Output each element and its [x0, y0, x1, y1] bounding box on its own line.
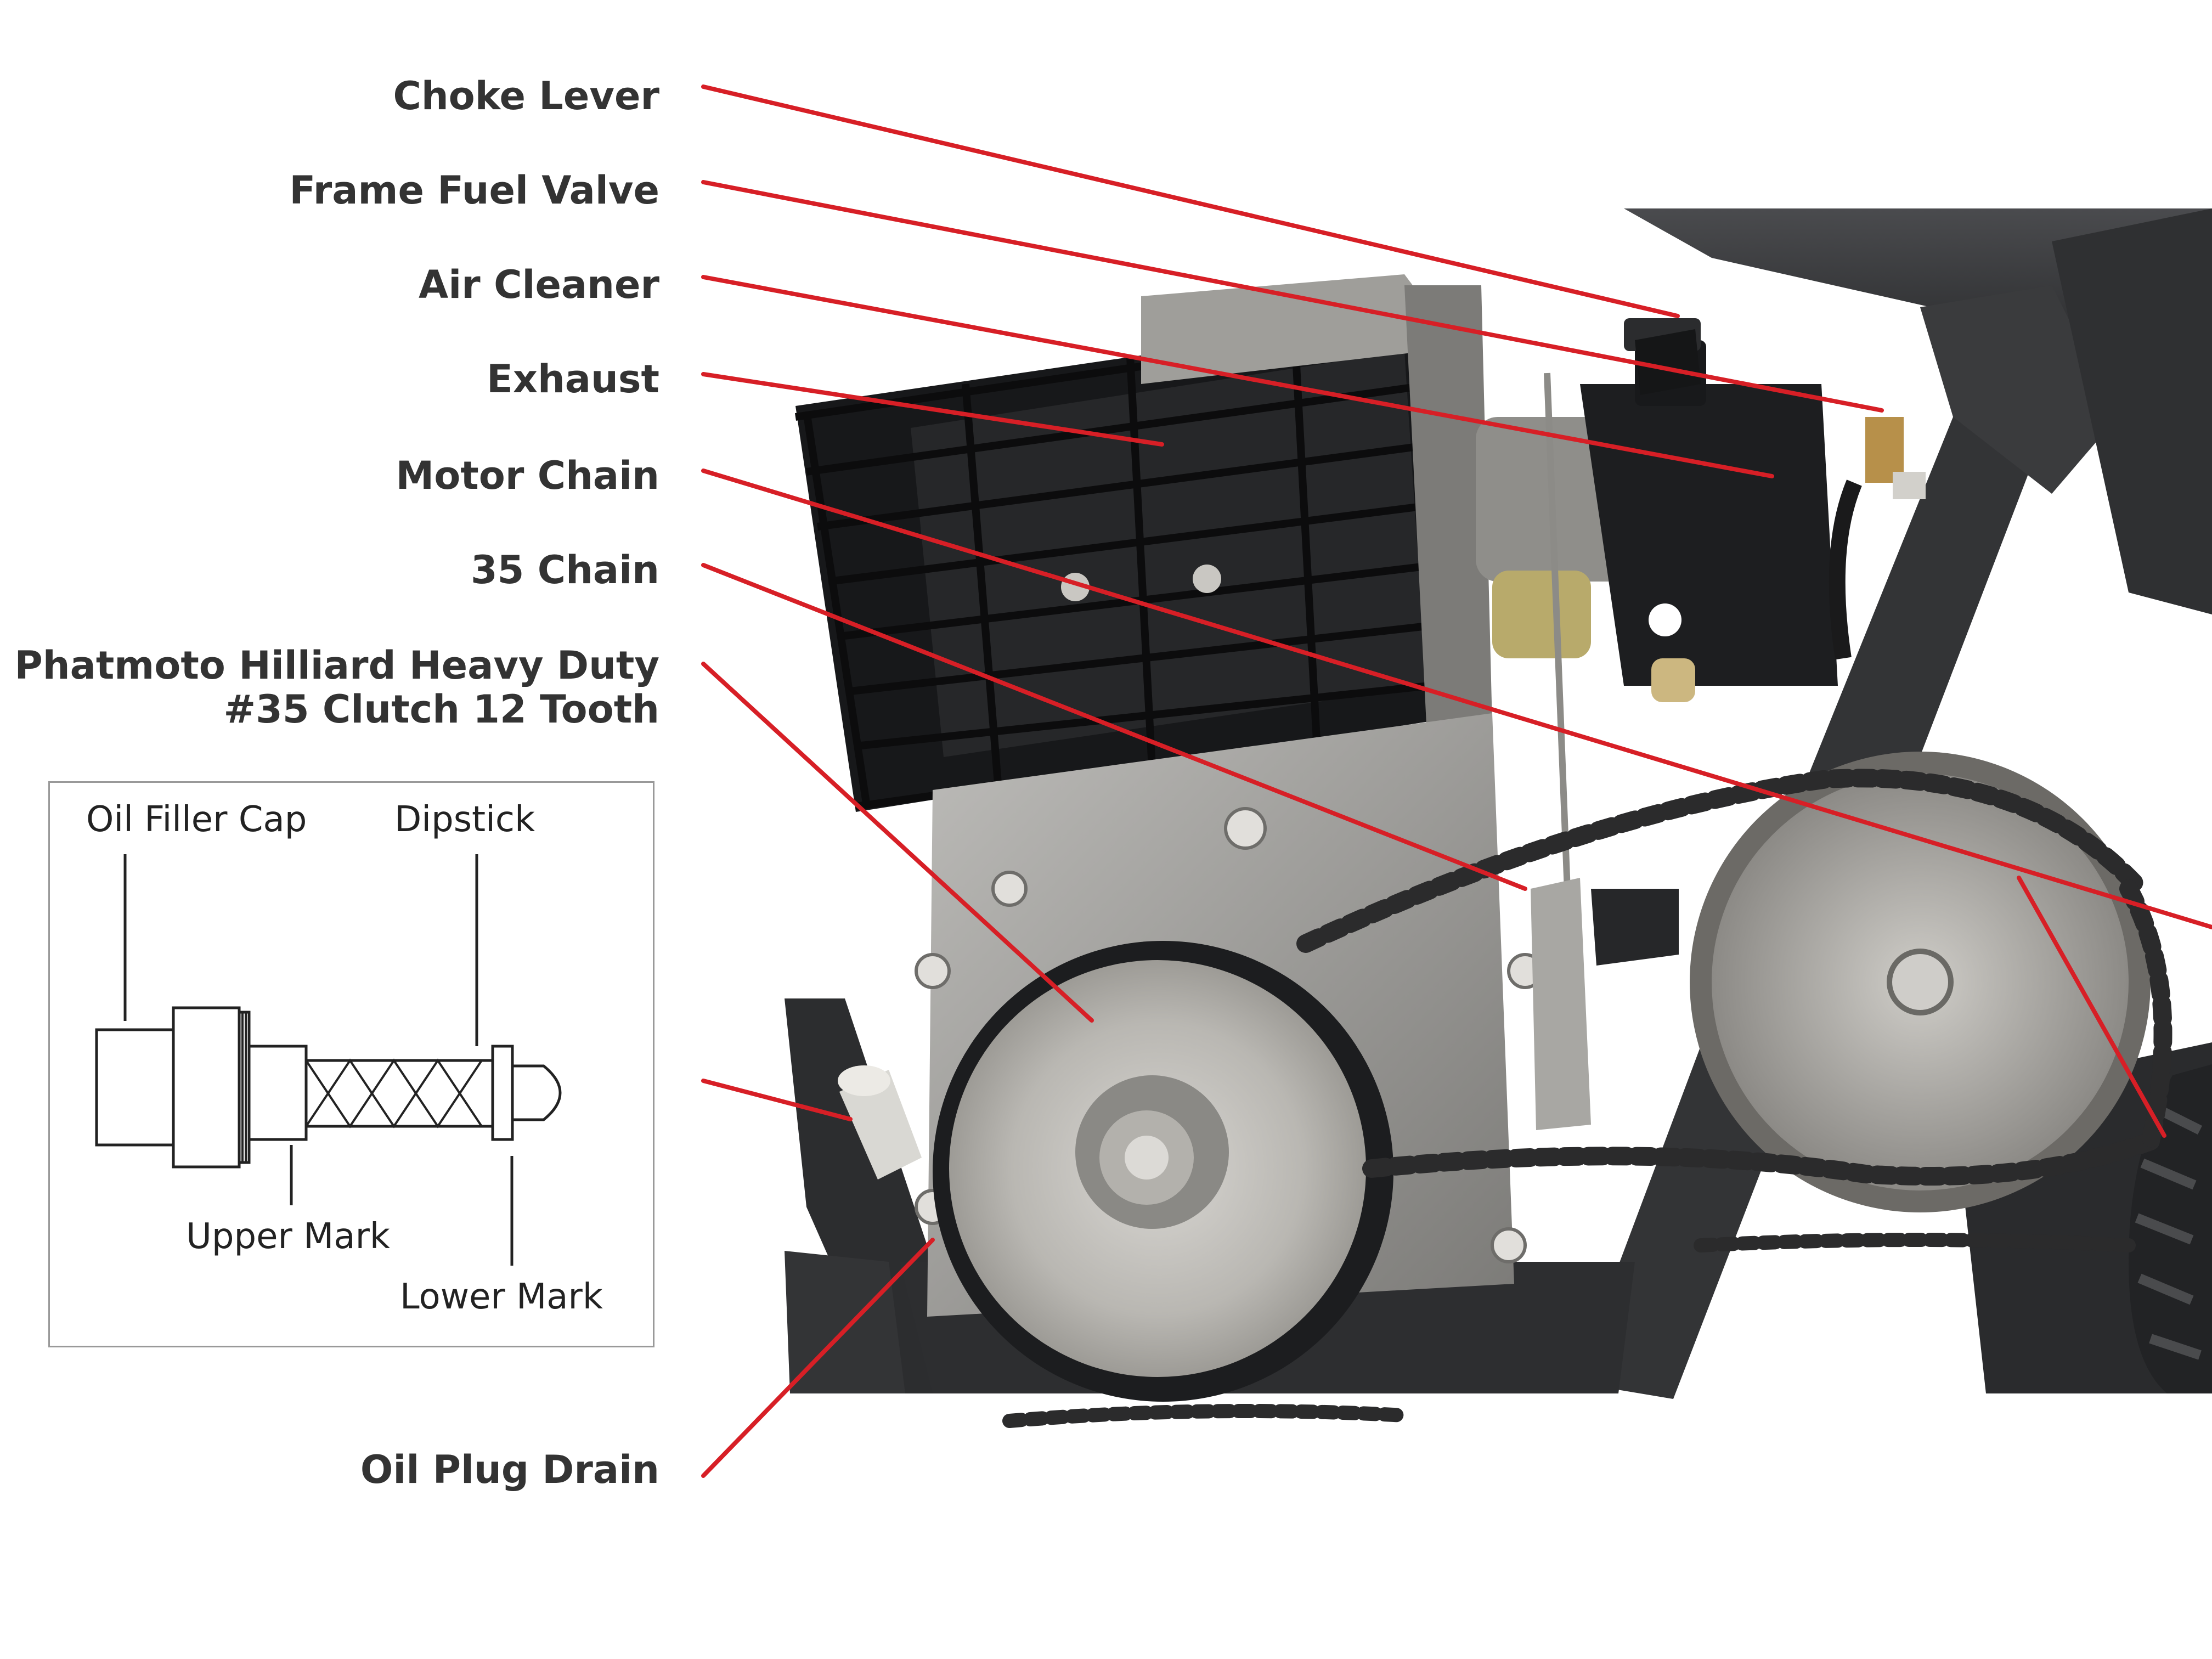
- label-exhaust: Exhaust: [487, 357, 659, 402]
- leader-line-choke: [701, 84, 1680, 318]
- leader-line-exhaust: [701, 372, 1164, 447]
- rear-sprocket: [1690, 752, 2151, 1212]
- oil-plug: [838, 1065, 922, 1180]
- label-motor-chain: Motor Chain: [396, 453, 659, 498]
- inset-dipstick-label: Dipstick: [394, 799, 535, 840]
- inset-lower-mark-label: Lower Mark: [400, 1277, 603, 1317]
- dipstick-diagram: [95, 854, 562, 1266]
- leader-line-chain35: [701, 563, 1527, 891]
- leader-line-motor-chain: [701, 469, 2212, 929]
- label-clutch-line1: Phatmoto Hilliard Heavy Duty: [14, 643, 659, 688]
- leader-line-air: [701, 275, 1774, 478]
- fuel-valve: [1829, 417, 1926, 660]
- leader-line-drain2: [701, 1238, 935, 1478]
- label-clutch-line2: #35 Clutch 12 Tooth: [223, 687, 659, 732]
- label-choke-lever: Choke Lever: [393, 74, 659, 119]
- leader-line-clutch: [701, 662, 1094, 1023]
- chains: [1002, 769, 2172, 1428]
- leader-line-motor-chain2: [2017, 876, 2166, 1138]
- leader-line-drain: [701, 1079, 853, 1121]
- label-oil-plug-drain: Oil Plug Drain: [360, 1447, 659, 1492]
- label-35-chain: 35 Chain: [470, 548, 659, 592]
- exhaust-cage: [794, 307, 1482, 812]
- label-frame-fuel-valve: Frame Fuel Valve: [289, 168, 659, 213]
- dipstick-inset: Oil Filler Cap Dipstick Upper Mark Lower…: [48, 781, 654, 1347]
- inset-upper-mark-label: Upper Mark: [186, 1216, 390, 1257]
- label-clutch: Phatmoto Hilliard Heavy Duty #35 Clutch …: [14, 642, 659, 733]
- clutch-linkage: [1531, 878, 1679, 1130]
- leader-line-fuel: [701, 180, 1884, 413]
- engine-head: [1141, 274, 1492, 724]
- inset-oil-filler-cap-label: Oil Filler Cap: [86, 799, 307, 840]
- clutch-pulley: [933, 941, 1393, 1402]
- label-air-cleaner: Air Cleaner: [419, 262, 659, 307]
